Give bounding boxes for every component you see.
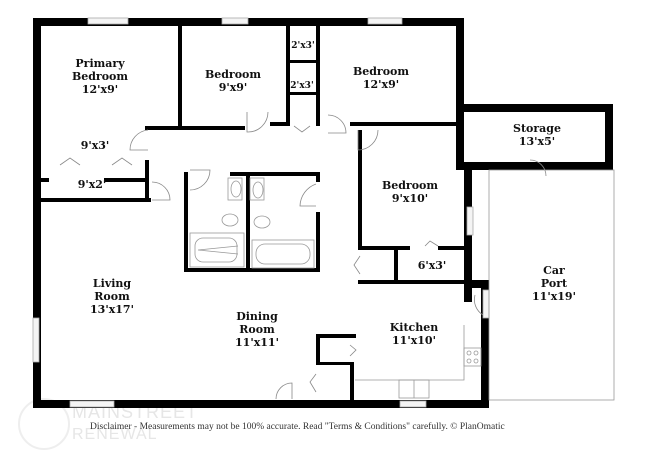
room-size: 11'x19': [532, 290, 576, 303]
interior-walls: [41, 26, 468, 402]
room-size: 11'x11': [235, 336, 279, 349]
room-kitchen: Kitchen 11'x10': [390, 321, 439, 347]
room-primary-closet-size: 9'x3': [81, 139, 110, 152]
room-name: Bedroom: [353, 65, 409, 78]
room-name-line2: Port: [541, 277, 568, 290]
room-name-line2: Room: [94, 290, 130, 303]
kitchen-fixtures: [355, 325, 482, 399]
room-primary-closet2-size: 9'x2': [78, 178, 107, 191]
bathroom-fixtures: [189, 177, 315, 269]
room-size: 12'x9': [363, 78, 399, 91]
room-storage: Storage 13'x5': [513, 122, 561, 148]
watermark-logo-icon: [18, 398, 70, 450]
room-name-line1: Primary: [75, 57, 125, 70]
room-closet-mid-size: 2'x3': [290, 81, 313, 91]
room-living-room: Living Room 13'x17': [90, 277, 134, 316]
room-car-port: Car Port 11'x19': [532, 264, 576, 303]
room-name: Bedroom: [205, 68, 261, 81]
room-size: 13'x5': [519, 135, 555, 148]
windows: [32, 17, 490, 408]
room-name-line1: Dining: [236, 310, 278, 323]
room-size: 11'x10': [392, 334, 436, 347]
room-closet-top-size: 2'x3': [291, 41, 314, 51]
watermark-text-renewal: RENEWAL: [72, 426, 158, 443]
room-size: 13'x17': [90, 303, 134, 316]
room-bedroom-9x10: Bedroom 9'x10': [382, 179, 438, 205]
room-name-line1: Car: [543, 264, 565, 277]
room-size: 12'x9': [82, 83, 118, 96]
room-name-line2: Room: [239, 323, 275, 336]
room-dining-room: Dining Room 11'x11': [235, 310, 279, 349]
room-size: 9'x10': [392, 192, 428, 205]
room-name-line1: Living: [93, 277, 131, 290]
room-name: Storage: [513, 122, 561, 135]
room-bedroom-9x9: Bedroom 9'x9': [205, 68, 261, 94]
room-size: 9'x9': [219, 81, 248, 94]
room-name: Bedroom: [382, 179, 438, 192]
disclaimer-text: Disclaimer - Measurements may not be 100…: [90, 422, 505, 432]
room-bedroom-12x9: Bedroom 12'x9': [353, 65, 409, 91]
room-name-line2: Bedroom: [72, 70, 128, 83]
carport-outline: [488, 169, 615, 401]
doors: [59, 111, 547, 400]
room-primary-bedroom: Primary Bedroom 12'x9': [72, 57, 128, 96]
room-closet-6x3-size: 6'x3': [418, 259, 447, 272]
room-name: Kitchen: [390, 321, 439, 334]
